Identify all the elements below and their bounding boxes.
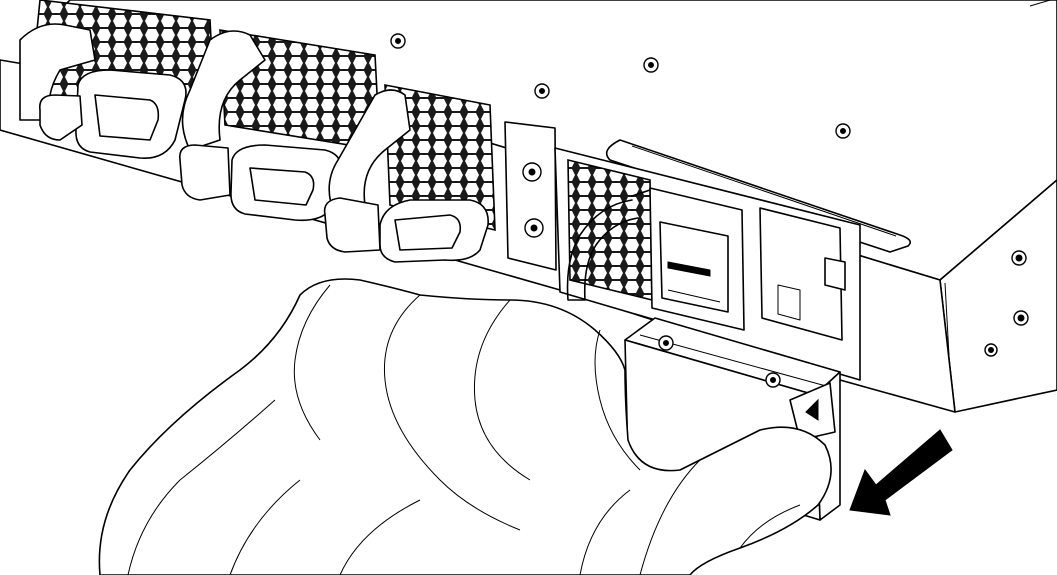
removal-arrow-icon — [849, 429, 953, 516]
hand — [98, 278, 832, 575]
fan-module-1 — [19, 0, 216, 159]
release-latch — [789, 382, 836, 441]
psu-handle — [566, 189, 651, 301]
cover-screws — [390, 33, 851, 139]
fan-module-3 — [323, 84, 496, 263]
mounting-bracket — [504, 121, 557, 271]
power-inlet — [649, 187, 745, 331]
fan-module-2 — [178, 29, 381, 222]
